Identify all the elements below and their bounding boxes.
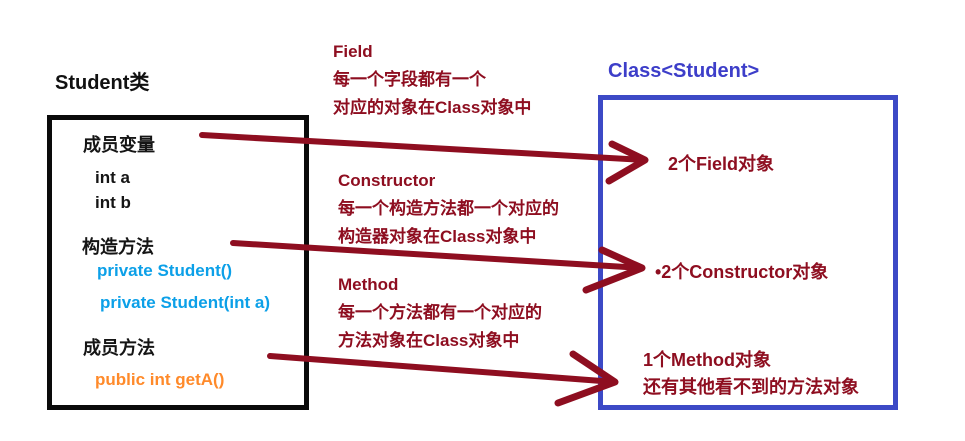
student-box-title: Student类 [55, 72, 150, 94]
method-objects-label-line2: 还有其他看不到的方法对象 [643, 377, 859, 397]
method-annotation: Method 每一个方法都有一个对应的 方法对象在Class对象中 [338, 271, 542, 355]
field-int-a: int a [95, 168, 130, 187]
field-int-b: int b [95, 193, 131, 212]
field-annotation: Field 每一个字段都有一个 对应的对象在Class对象中 [333, 38, 531, 122]
constructor-objects-label: •2个Constructor对象 [655, 262, 829, 282]
constructor-int-arg: private Student(int a) [100, 293, 271, 312]
method-annotation-line1: 每一个方法都有一个对应的 [338, 303, 542, 322]
constructor-no-arg: private Student() [97, 261, 233, 280]
class-box-title: Class<Student> [608, 60, 760, 82]
method-annotation-title: Method [338, 275, 399, 294]
field-annotation-line2: 对应的对象在Class对象中 [333, 98, 532, 117]
method-geta: public int getA() [95, 370, 225, 389]
constructor-annotation-line2: 构造器对象在Class对象中 [338, 227, 537, 246]
constructor-annotation-title: Constructor [338, 171, 436, 190]
field-annotation-title: Field [333, 42, 373, 61]
method-annotation-line2: 方法对象在Class对象中 [338, 331, 520, 350]
field-annotation-line1: 每一个字段都有一个 [333, 70, 486, 89]
constructor-annotation: Constructor 每一个构造方法都一个对应的 构造器对象在Class对象中 [338, 167, 559, 251]
constructor-annotation-line1: 每一个构造方法都一个对应的 [338, 199, 559, 218]
methods-section-heading: 成员方法 [83, 338, 155, 358]
fields-section-heading: 成员变量 [83, 135, 155, 155]
constructors-section-heading: 构造方法 [82, 237, 154, 257]
method-objects-label-line1: 1个Method对象 [643, 350, 771, 370]
method-arrow [267, 350, 619, 407]
field-objects-label: 2个Field对象 [668, 154, 775, 174]
